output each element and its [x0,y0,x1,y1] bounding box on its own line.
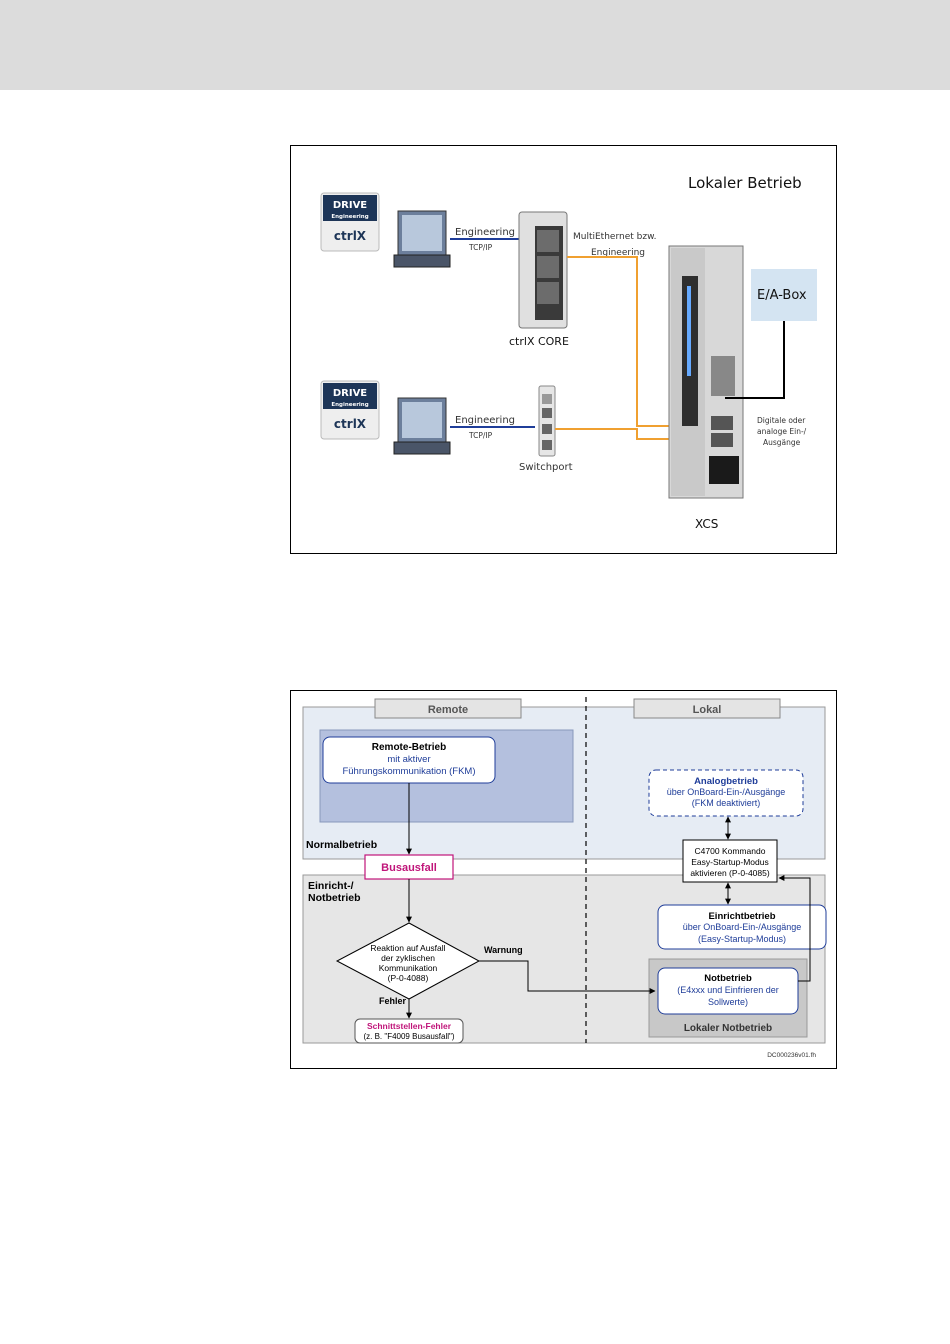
switchport-device [538,385,556,457]
error-label: Fehler [379,996,407,1006]
remote-header-label: Remote [428,704,468,716]
svg-text:Sollwerte): Sollwerte) [708,997,748,1007]
io-label: analoge Ein-/ [757,427,807,436]
flow-arrow [778,875,811,982]
link-label: Engineering [455,415,515,426]
setup-emergency-label: Einricht-/ [308,880,354,892]
svg-text:über OnBoard-Ein-/Ausgänge: über OnBoard-Ein-/Ausgänge [667,787,786,797]
bus-failure-box [364,854,454,880]
svg-text:Engineering: Engineering [331,402,368,408]
svg-text:Reaktion auf Ausfall: Reaktion auf Ausfall [370,943,445,953]
multiethernet-label: Engineering [591,248,645,258]
ea-box [751,269,817,321]
xcs-drive-device [668,245,744,499]
figure-flowchart: Remote Lokal Remote-Betrieb mit aktiver … [290,690,837,1069]
lokal-header [633,698,781,719]
setup-operation-box [657,904,827,950]
svg-text:Führungskommunikation (FKM): Führungskommunikation (FKM) [342,766,475,777]
svg-text:Engineering: Engineering [331,214,368,220]
svg-text:Einrichtbetrieb: Einrichtbetrieb [708,911,775,922]
svg-text:C4700 Kommando: C4700 Kommando [695,846,766,856]
flow-arrow [479,960,656,994]
io-link [725,321,785,399]
svg-text:(P-0-4088): (P-0-4088) [388,973,429,983]
svg-text:Schnittstellen-Fehler: Schnittstellen-Fehler [367,1021,452,1031]
remote-header [374,698,522,719]
svg-text:Kommunikation: Kommunikation [379,963,438,973]
svg-text:DRIVE: DRIVE [333,200,367,211]
normal-operation-label: Normalbetrieb [306,839,377,851]
svg-text:aktivieren (P-0-4085): aktivieren (P-0-4085) [690,868,770,878]
page-header-band [0,0,950,90]
svg-text:ctrlX: ctrlX [334,417,367,431]
local-operation-diagram: Lokaler Betrieb DRIVE Engineering ctrlX … [320,174,817,531]
local-emergency-label: Lokaler Notbetrieb [684,1023,772,1034]
figure-local-operation: Lokaler Betrieb DRIVE Engineering ctrlX … [290,145,837,554]
link-sublabel: TCP/IP [468,431,493,440]
laptop-icon [393,210,451,268]
footnote: DC000236v01.fh [767,1052,816,1059]
io-label: Digitale oder [757,416,806,425]
laptop-icon [393,397,451,455]
ctrlx-core-label: ctrlX CORE [509,335,569,348]
drive-engineering-logo-top: DRIVE Engineering ctrlX [320,192,380,252]
io-label: Ausgänge [763,438,801,447]
warning-label: Warnung [484,945,523,955]
xcs-label: XCS [695,517,718,531]
multiethernet-label: MultiEthernet bzw. [573,232,656,242]
svg-text:ctrlX: ctrlX [334,229,367,243]
svg-text:(Easy-Startup-Modus): (Easy-Startup-Modus) [698,934,786,944]
svg-text:der zyklischen: der zyklischen [381,953,435,963]
bus-failure-flowchart: Remote Lokal Remote-Betrieb mit aktiver … [302,697,827,1059]
emergency-operation-box [657,967,799,1015]
interface-error-box [354,1018,464,1044]
command-c4700-box [682,839,778,883]
link-sublabel: TCP/IP [468,243,493,252]
svg-text:Notbetrieb: Notbetrieb [704,973,752,984]
svg-text:DRIVE: DRIVE [333,388,367,399]
setup-emergency-label: Notbetrieb [308,892,361,904]
ea-box-label: E/A-Box [757,288,807,303]
svg-text:Analogbetrieb: Analogbetrieb [694,776,758,787]
diagram-title: Lokaler Betrieb [688,174,802,192]
svg-text:(z. B. "F4009 Busausfall"): (z. B. "F4009 Busausfall") [363,1032,454,1041]
svg-text:mit aktiver: mit aktiver [387,754,430,765]
svg-text:Busausfall: Busausfall [381,862,437,874]
svg-text:über OnBoard-Ein-/Ausgänge: über OnBoard-Ein-/Ausgänge [683,922,802,932]
lokal-header-label: Lokal [693,704,722,716]
svg-text:(E4xxx und Einfrieren der: (E4xxx und Einfrieren der [677,985,779,995]
ctrlx-core-device [518,211,568,329]
svg-text:Easy-Startup-Modus: Easy-Startup-Modus [691,857,768,867]
svg-text:Remote-Betrieb: Remote-Betrieb [372,742,446,753]
switchport-label: Switchport [519,462,573,473]
drive-engineering-logo-bottom: DRIVE Engineering ctrlX [320,380,380,440]
analog-operation-box [648,769,804,817]
link-label: Engineering [455,227,515,238]
svg-text:(FKM deaktiviert): (FKM deaktiviert) [692,798,761,808]
